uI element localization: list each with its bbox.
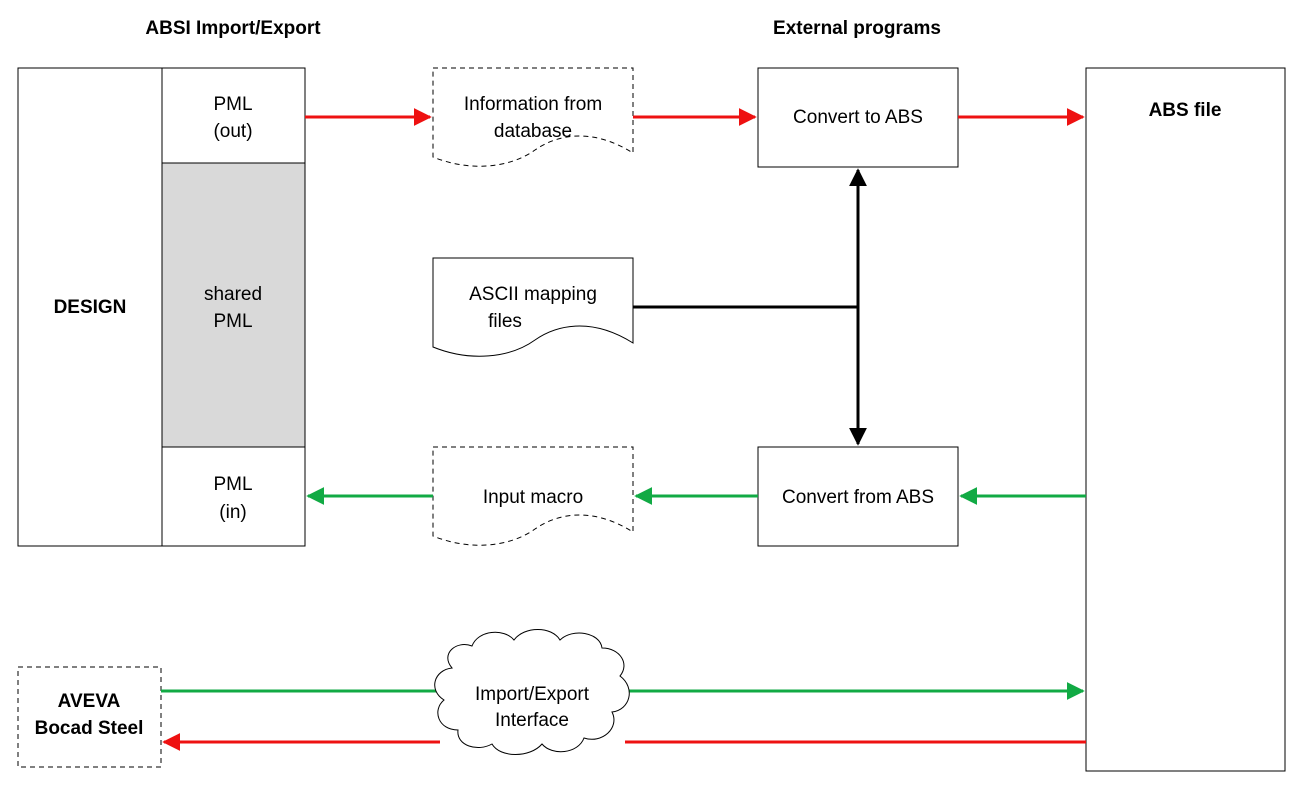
bocad-line1: AVEVA: [58, 691, 121, 712]
input-macro-doc: [432, 446, 634, 546]
convert-to-abs-label: Convert to ABS: [793, 107, 923, 128]
info-database-line2: database: [494, 121, 572, 142]
ascii-mapping-doc: [432, 257, 634, 357]
pml-in-line2: (in): [219, 502, 246, 523]
bocad-line2: Bocad Steel: [35, 718, 144, 739]
pml-out-line2: (out): [213, 121, 252, 142]
design-box: [17, 67, 163, 547]
interface-cloud: [434, 629, 630, 755]
abs-file-label: ABS file: [1149, 100, 1222, 121]
interface-line1: Import/Export: [475, 684, 590, 705]
info-database-doc: [432, 67, 634, 167]
header-external: External programs: [773, 18, 941, 39]
input-macro-label: Input macro: [483, 487, 583, 508]
pml-out-box: [161, 67, 306, 164]
info-database-line1: Information from: [464, 94, 602, 115]
ascii-mapping-line2: files: [488, 311, 522, 332]
convert-from-abs-label: Convert from ABS: [782, 487, 934, 508]
pml-in-line1: PML: [213, 474, 252, 495]
header-absi: ABSI Import/Export: [145, 18, 321, 39]
pml-out-line1: PML: [213, 94, 252, 115]
interface-line2: Interface: [495, 710, 569, 731]
ascii-mapping-line1: ASCII mapping: [469, 284, 597, 305]
design-label: DESIGN: [54, 297, 127, 318]
shared-pml-line2: PML: [213, 311, 252, 332]
bocad-steel-box: [17, 666, 162, 768]
pml-in-box: [161, 446, 306, 547]
abs-file-box: [1085, 67, 1286, 772]
convert-to-abs-box: [757, 67, 959, 168]
shared-pml-line1: shared: [204, 284, 262, 305]
shared-pml-box: [161, 162, 306, 448]
